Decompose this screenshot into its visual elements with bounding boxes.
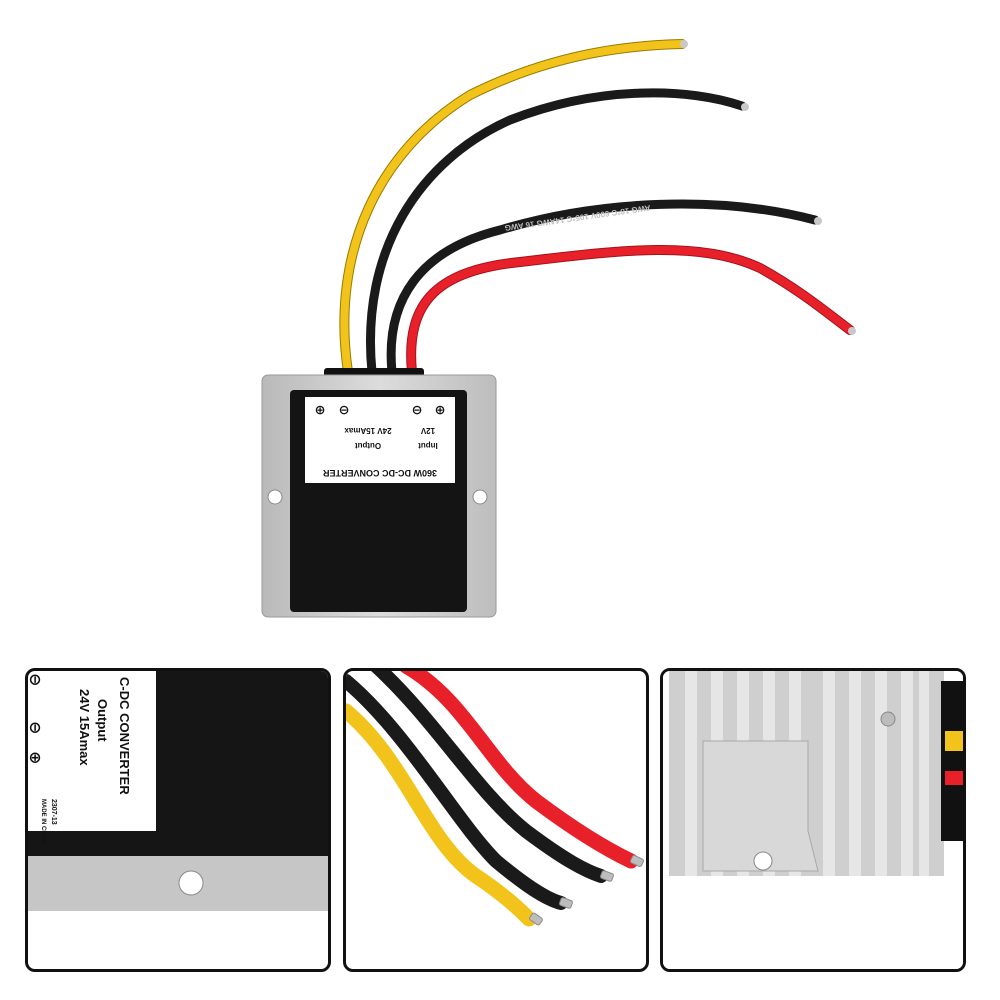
heatsink-closeup [663,671,963,969]
label-minus-symbol: ⊖ [412,403,423,418]
wire-tips [680,40,856,335]
detail-minus-symbol: ⊖ [28,673,43,686]
detail-output-rating: 24V 15Amax [77,689,92,766]
black-wire-lower [386,199,820,377]
side-connector [941,681,963,841]
closeup-red-wire [400,671,639,869]
closeup-yellow-wire [346,703,537,927]
mount-hole-right [472,489,488,505]
label-title: 360W DC-DC CONVERTER [322,468,437,478]
mount-hole-left [267,489,283,505]
label-plus-symbol: ⊕ [435,403,446,418]
label-input-voltage: 12V [420,426,435,435]
heatsink-mount-hole [753,851,773,871]
label-output-rating: 24V 15Amax [344,426,392,435]
closeup-black-wire-2 [371,671,608,883]
main-product-view: AWG 18°C 600V 105°C 14AWG 16 AWG 360W DC… [261,39,856,618]
detail-output-text: Output [95,699,110,742]
black-wire-upper [366,88,747,377]
wire-ends-closeup [346,671,644,927]
detail-origin: MADE IN CHINA [40,799,46,846]
label-closeup: C-DC CONVERTER Output 24V 15Amax 2307-13… [28,671,328,969]
detail-panel-heatsink [660,668,966,972]
wire-group [339,39,855,377]
closeup-black-wire-1 [346,674,568,910]
detail-plus-symbol: ⊕ [28,751,43,764]
wire-print-text: AWG 18°C 600V 105°C 14AWG 16 AWG [504,203,651,232]
detail-minus-symbol: ⊖ [28,721,43,734]
label-plus-symbol: ⊕ [315,403,326,418]
label-output-text: Output [355,441,382,450]
label-minus-symbol: ⊖ [339,403,350,418]
heatsink-screw [880,711,896,727]
detail-panel-wires [343,668,649,972]
label-input-text: Input [418,441,438,450]
closeup-wire-tips [529,854,644,926]
detail-panel-label: C-DC CONVERTER Output 24V 15Amax 2307-13… [25,668,331,972]
detail-code: 2307-13 [50,799,57,825]
detail-title: C-DC CONVERTER [117,677,132,795]
mount-hole-closeup [178,870,204,896]
product-label: 360W DC-DC CONVERTER Input Output 12V 24… [305,397,455,483]
